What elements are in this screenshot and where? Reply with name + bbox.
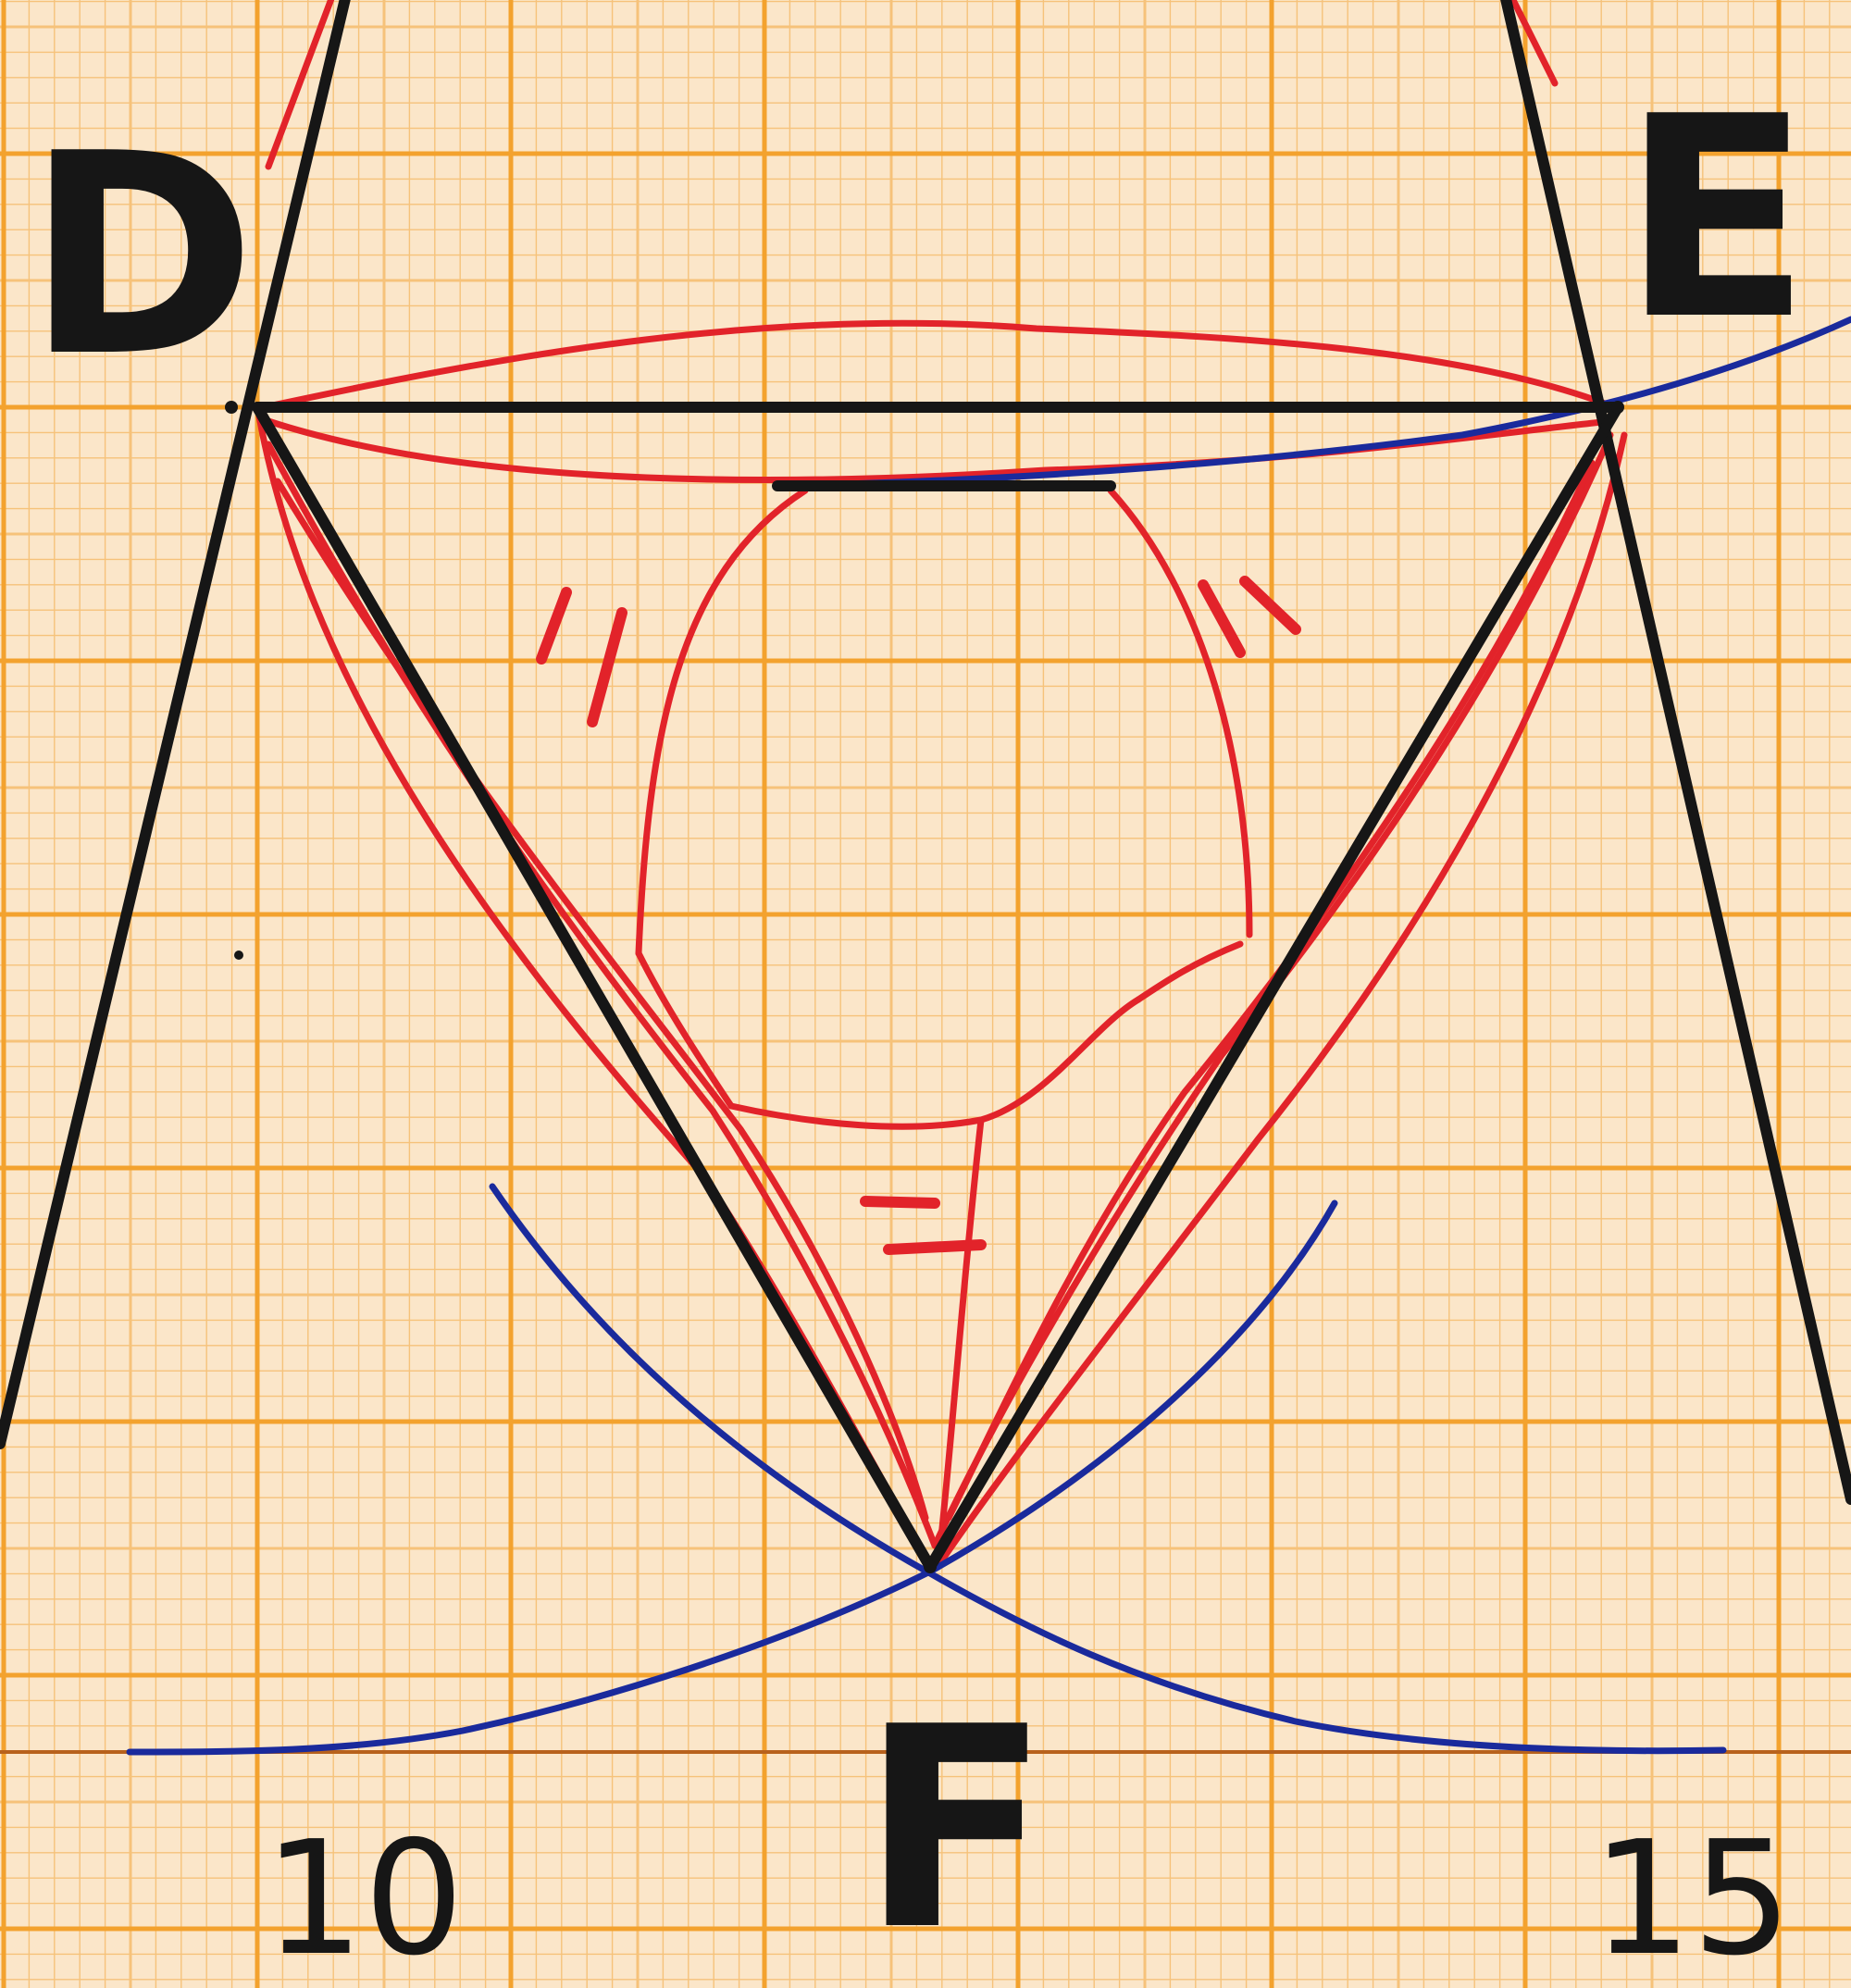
red-inner-triangle-right — [1107, 487, 1253, 938]
blue-curve-left-descending — [489, 1183, 1727, 1755]
vertex-d-dot — [225, 401, 238, 414]
red-arc-top — [260, 319, 1619, 411]
red-stroke-top-left — [265, 0, 335, 170]
label-d: D — [26, 94, 256, 417]
equal-mark-bottom-2 — [883, 1239, 987, 1255]
line-left-side — [0, 0, 351, 1449]
red-left-third — [274, 478, 929, 1522]
red-stroke-top-right — [1509, 0, 1559, 87]
blue-curves — [126, 316, 1851, 1756]
label-e: E — [1621, 57, 1811, 380]
equal-mark-left-1 — [536, 587, 572, 665]
label-f: F — [861, 1668, 1050, 1988]
equal-mark-bottom-1 — [860, 1196, 940, 1209]
black-construction-lines — [0, 0, 1851, 1572]
red-right-outer — [936, 431, 1628, 1568]
blue-curve-top — [774, 316, 1851, 490]
line-right-side — [1500, 0, 1851, 1505]
red-inner-triangle-left — [635, 487, 809, 957]
tick-label-10: 10 — [264, 1808, 464, 1988]
equal-side-marks — [536, 576, 1301, 1255]
red-inner-link-right — [1135, 940, 1244, 1003]
segment-df — [252, 402, 936, 1572]
equal-mark-right-1 — [1198, 579, 1246, 658]
blue-curve-right-descending — [126, 1199, 1338, 1756]
vertex-e-dot — [1611, 401, 1624, 414]
red-center-stroke — [936, 1116, 985, 1559]
vertex-f-dot — [924, 1560, 937, 1573]
equal-mark-left-2 — [587, 607, 627, 727]
segment-ef — [925, 402, 1623, 1572]
red-right-third — [945, 459, 1596, 1522]
red-inner-link-left — [635, 950, 735, 1110]
stray-dot — [234, 951, 243, 960]
tick-label-15: 15 — [1592, 1808, 1792, 1988]
equal-mark-right-2 — [1239, 576, 1301, 635]
